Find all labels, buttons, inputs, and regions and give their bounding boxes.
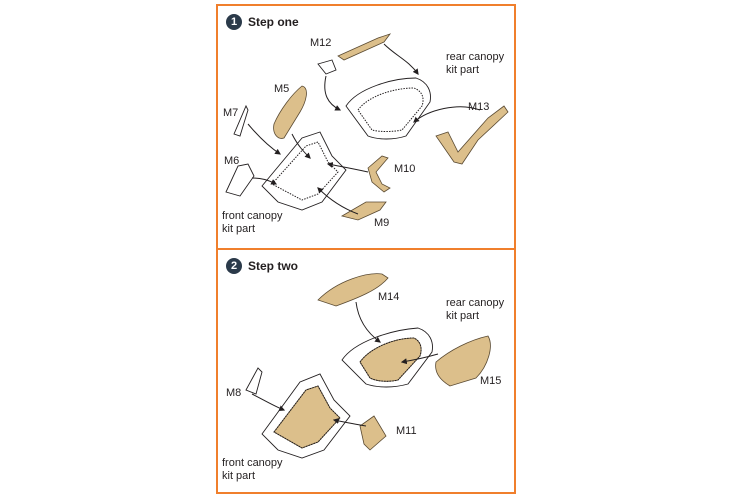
step-one-header: 1 Step one	[226, 14, 299, 30]
step-title: Step one	[248, 15, 299, 29]
label-front-canopy: front canopy	[222, 457, 283, 469]
front-canopy-kit-part	[261, 131, 347, 211]
m12-mask	[337, 33, 392, 61]
label-m11: M11	[396, 425, 417, 437]
label-kit-part: kit part	[446, 310, 479, 322]
label-m10: M10	[394, 163, 415, 175]
label-m13: M13	[468, 101, 489, 113]
m9-mask	[340, 201, 387, 221]
step-number-badge: 2	[226, 258, 242, 274]
label-m8: M8	[226, 387, 241, 399]
m6-part	[225, 163, 255, 197]
m13-mask	[435, 105, 509, 165]
m12-small-part	[317, 59, 337, 75]
label-kit-part: kit part	[446, 64, 479, 76]
m7-part	[233, 104, 249, 137]
step-title: Step two	[248, 259, 298, 273]
m5-mask	[273, 85, 307, 139]
step-two-panel: 2 Step two M14 rear canopy kit part M15 …	[216, 248, 516, 494]
label-rear-canopy: rear canopy	[446, 51, 505, 63]
m10-mask	[367, 155, 391, 193]
label-kit-part-front: kit part	[222, 223, 255, 235]
rear-canopy-kit-part	[345, 77, 431, 140]
label-m5: M5	[274, 83, 289, 95]
step-two-header: 2 Step two	[226, 258, 298, 274]
label-m14: M14	[378, 291, 399, 303]
label-m9: M9	[374, 217, 389, 229]
m11-mask	[359, 415, 387, 451]
label-front-canopy: front canopy	[222, 210, 283, 222]
label-kit-part-front: kit part	[222, 470, 255, 482]
label-rear-canopy: rear canopy	[446, 297, 505, 309]
label-m6: M6	[224, 155, 239, 167]
label-m15: M15	[480, 375, 501, 387]
m15-mask	[435, 335, 491, 387]
label-m12: M12	[310, 37, 331, 49]
m8-part	[245, 367, 263, 395]
step-number-badge: 1	[226, 14, 242, 30]
step-two-diagram: M14 rear canopy kit part M15 M8 M11 fron…	[222, 273, 505, 482]
label-m7: M7	[223, 107, 238, 119]
step-one-diagram: M12 rear canopy kit part M5 M7 M13 M6 M1…	[222, 33, 509, 235]
m14-mask	[317, 273, 389, 307]
step-one-panel: 1 Step one	[216, 4, 516, 250]
